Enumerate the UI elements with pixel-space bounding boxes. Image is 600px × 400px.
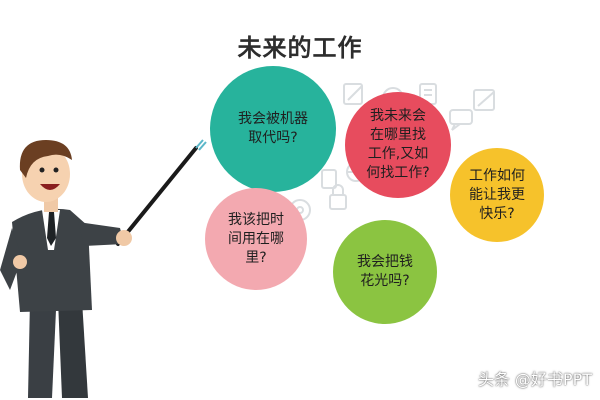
bubble-text: 工作如何 能让我更 快乐? (469, 167, 525, 222)
pencil-icon (473, 89, 495, 111)
watermark: 头条 @好书PPT (477, 370, 592, 389)
bubble-text: 我未来会 在哪里找 工作,又如 何找工作? (366, 108, 430, 181)
question-bubble-spend-money: 我会把钱 花光吗? (333, 220, 437, 324)
question-bubble-happier-work: 工作如何 能让我更 快乐? (450, 148, 544, 242)
bubble-text: 我会被机器 取代吗? (238, 111, 308, 146)
question-bubble-find-work: 我未来会 在哪里找 工作,又如 何找工作? (345, 92, 451, 198)
chat-icon (449, 109, 473, 131)
pencil-icon (343, 83, 363, 105)
lock-icon (329, 184, 347, 210)
page-title: 未来的工作 (237, 34, 363, 62)
pointer-stick (116, 139, 207, 246)
bubble-text: 我该把时 间用在哪 里? (228, 211, 284, 266)
question-bubble-spend-time: 我该把时 间用在哪 里? (205, 188, 307, 290)
document-icon (321, 169, 337, 189)
bubble-text: 我会把钱 花光吗? (357, 254, 413, 289)
question-bubble-machine-replace: 我会被机器 取代吗? (210, 66, 336, 192)
